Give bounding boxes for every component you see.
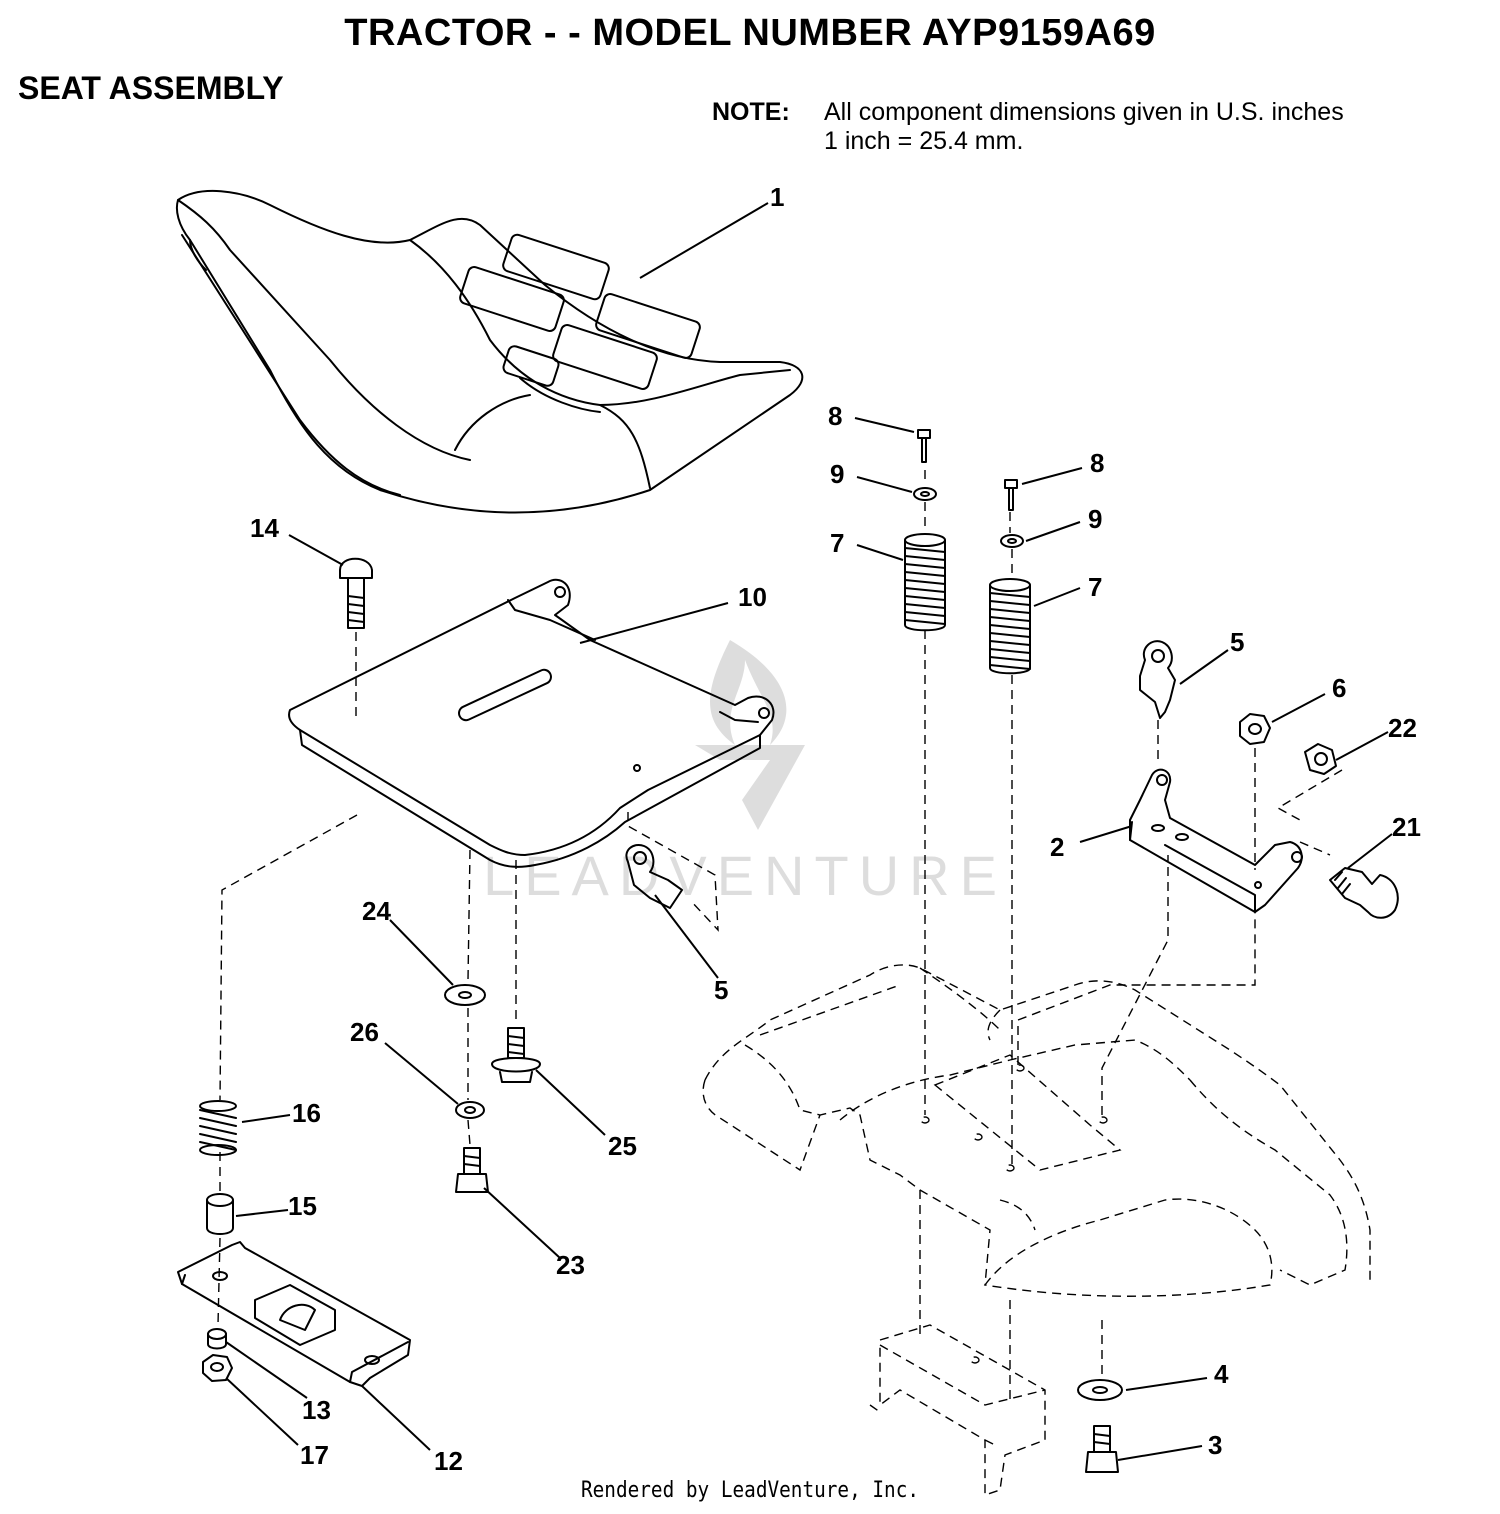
callout-4: 4 [1214,1359,1229,1389]
spring-part-7b [989,578,1031,675]
chevron-watermark-icon [695,745,805,830]
seat-part-1 [175,190,804,514]
seat-pan-part-10 [288,578,775,868]
watermark-text: LEADVENTURE [483,844,1007,907]
knob-bolt-part-21 [1329,867,1399,919]
callout-7a: 7 [830,528,844,558]
callout-17: 17 [300,1440,329,1470]
callout-2: 2 [1050,832,1064,862]
callout-22: 22 [1388,713,1417,743]
nut-part-6 [1239,713,1271,745]
clip-part-5b [625,844,683,909]
watermark: LEADVENTURE [483,640,1007,907]
callout-1: 1 [770,182,784,212]
callout-16: 16 [292,1098,321,1128]
callout-6: 6 [1332,673,1346,703]
spring-part-16 [199,1100,237,1156]
washer-part-9a [913,487,937,501]
callout-25: 25 [608,1131,637,1161]
leader-lines [225,202,1393,1461]
callout-5b: 5 [714,975,728,1005]
fender-phantom [702,964,1371,1496]
callout-15: 15 [288,1191,317,1221]
flange-nut-part-17 [202,1354,233,1382]
section-title: SEAT ASSEMBLY [18,70,284,106]
bracket-part-2 [1129,768,1303,913]
flame-watermark-icon [710,640,787,745]
callout-7b: 7 [1088,572,1102,602]
callout-26: 26 [350,1017,379,1047]
spacer-part-15 [206,1193,234,1235]
callout-23: 23 [556,1250,585,1280]
lock-washer-part-26 [455,1101,485,1119]
mounting-plate-part-12 [177,1241,411,1387]
clip-part-5a [1139,640,1176,719]
callout-8a: 8 [828,401,842,431]
note-text: All component dimensions given in U.S. i… [824,98,1344,156]
callout-21: 21 [1392,812,1421,842]
callout-12: 12 [434,1446,463,1476]
nut-part-13 [207,1328,227,1350]
callout-9b: 9 [1088,504,1102,534]
assembly-lines [217,470,1343,1375]
carriage-bolt-part-14 [339,557,373,629]
screw-part-8b [1004,479,1018,511]
callout-labels: 1 8 9 7 8 9 7 14 10 5 6 22 2 21 24 5 26 … [250,182,1421,1476]
note-line-2: 1 inch = 25.4 mm. [824,127,1024,155]
nut-part-22 [1304,743,1337,775]
callout-3: 3 [1208,1430,1222,1460]
note-line-1: All component dimensions given in U.S. i… [824,98,1344,126]
spring-part-7a [904,533,946,632]
footer-credit: Rendered by LeadVenture, Inc. [580,1478,920,1503]
screw-part-8a [917,429,931,463]
note-label: NOTE: [712,98,790,126]
washer-part-24 [444,984,486,1006]
callout-14: 14 [250,513,279,543]
washer-part-9b [1000,534,1024,548]
hex-bolt-part-23 [455,1147,489,1193]
callout-8b: 8 [1090,448,1104,478]
callout-13: 13 [302,1395,331,1425]
washer-part-4 [1077,1379,1123,1401]
dimension-note: NOTE: All component dimensions given in … [712,98,1344,156]
callout-5a: 5 [1230,627,1244,657]
shoulder-bolt-part-25 [491,1027,541,1083]
callout-10: 10 [738,582,767,612]
callout-9a: 9 [830,459,844,489]
hex-bolt-part-3 [1085,1425,1119,1473]
page-title: TRACTOR - - MODEL NUMBER AYP9159A69 [344,12,1156,54]
callout-24: 24 [362,896,391,926]
